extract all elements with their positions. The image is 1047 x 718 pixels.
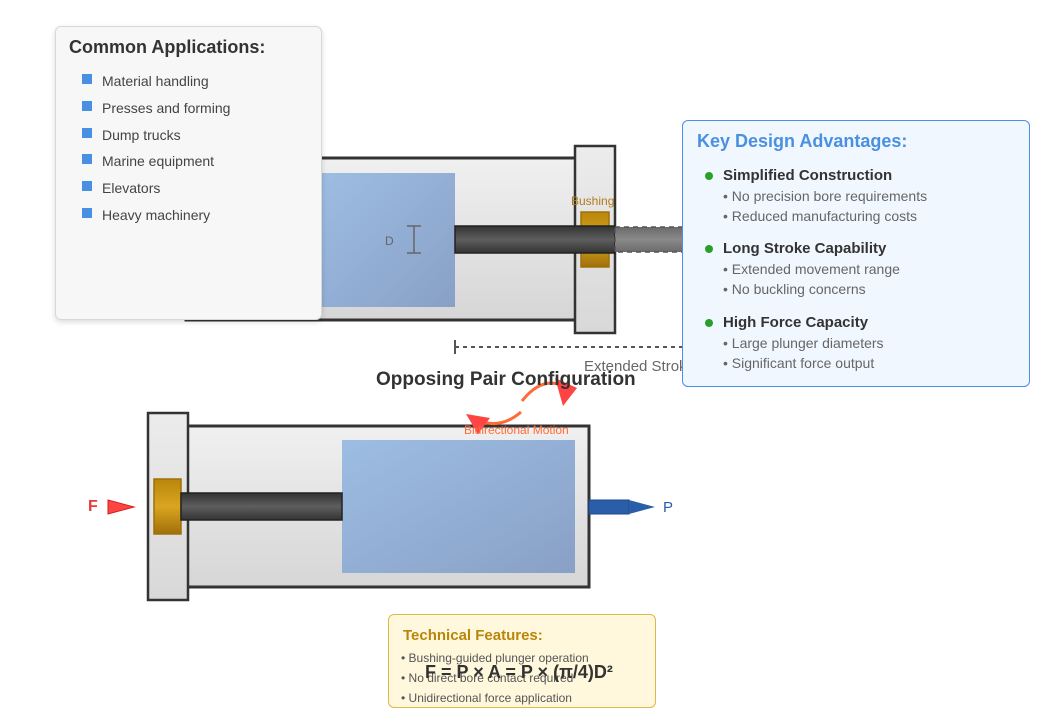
advantage-point: • Large plunger diameters — [723, 335, 884, 351]
pressure-label: P — [663, 499, 674, 516]
bidirectional-motion-icon — [466, 378, 577, 434]
technical-features-panel: Technical Features: • Bushing-guided plu… — [388, 614, 656, 708]
section-title: Opposing Pair Configuration — [376, 369, 636, 390]
list-item-label: Elevators — [102, 180, 161, 197]
advantage-title: Simplified Construction — [723, 167, 893, 184]
bushing-label: Bushing — [571, 194, 615, 208]
list-item: Marine equipment — [82, 151, 230, 178]
applications-title: Common Applications: — [69, 37, 266, 57]
rod-extension — [614, 226, 684, 253]
square-bullet-icon — [82, 127, 92, 138]
top-cylinder — [184, 144, 684, 335]
force-arrow-icon — [107, 499, 136, 515]
list-item: Presses and forming — [82, 98, 230, 125]
applications-panel: Common Applications: Material handling P… — [55, 26, 322, 320]
bottom-bushing — [153, 478, 182, 535]
pressure-arrow-icon — [588, 499, 655, 515]
advantage-point: • Significant force output — [723, 355, 875, 371]
list-item: Elevators — [82, 178, 230, 205]
force-label: F — [88, 498, 98, 515]
square-bullet-icon — [82, 207, 92, 218]
square-bullet-icon — [82, 154, 92, 165]
advantage-title: High Force Capacity — [723, 314, 869, 331]
advantages-title: Key Design Advantages: — [697, 131, 908, 151]
motion-label: Bidirectional Motion — [464, 423, 569, 437]
applications-list: Material handling Presses and forming Du… — [82, 71, 230, 232]
top-rod — [454, 225, 616, 254]
list-item-label: Presses and forming — [102, 99, 231, 116]
advantage-point: • Extended movement range — [723, 261, 900, 277]
diameter-label: D — [385, 234, 394, 248]
square-bullet-icon — [82, 74, 92, 84]
bottom-cylinder — [146, 411, 591, 602]
diameter-marker — [407, 225, 421, 254]
bullet-dot-icon — [705, 172, 713, 180]
square-bullet-icon — [82, 181, 92, 192]
bullet-dot-icon — [705, 319, 713, 327]
bottom-rod — [180, 492, 343, 521]
advantage-point: • No buckling concerns — [723, 281, 866, 297]
advantages-panel: Key Design Advantages: Simplified Constr… — [682, 120, 1030, 387]
advantage-title: Long Stroke Capability — [723, 240, 887, 257]
technical-title: Technical Features: — [403, 627, 543, 644]
advantage-point: • Reduced manufacturing costs — [723, 208, 918, 224]
list-item: Dump trucks — [82, 125, 230, 152]
list-item-label: Heavy machinery — [102, 206, 211, 223]
list-item-label: Marine equipment — [102, 153, 215, 170]
list-item: Heavy machinery — [82, 205, 230, 232]
bottom-plunger — [342, 440, 575, 573]
list-item: Material handling — [82, 71, 230, 98]
bullet-dot-icon — [705, 245, 713, 253]
advantage-point: • No precision bore requirements — [723, 188, 928, 204]
list-item-label: Dump trucks — [102, 126, 181, 143]
force-formula: F = P × A = P × (π/4)D² — [425, 662, 613, 682]
list-item-label: Material handling — [102, 73, 209, 89]
square-bullet-icon — [82, 100, 92, 111]
technical-line: • Bushing-guided plunger operation — [401, 651, 589, 665]
technical-line: • Unidirectional force application — [401, 691, 572, 705]
technical-line: • No direct bore contact required — [401, 671, 574, 685]
top-plunger — [320, 173, 455, 307]
